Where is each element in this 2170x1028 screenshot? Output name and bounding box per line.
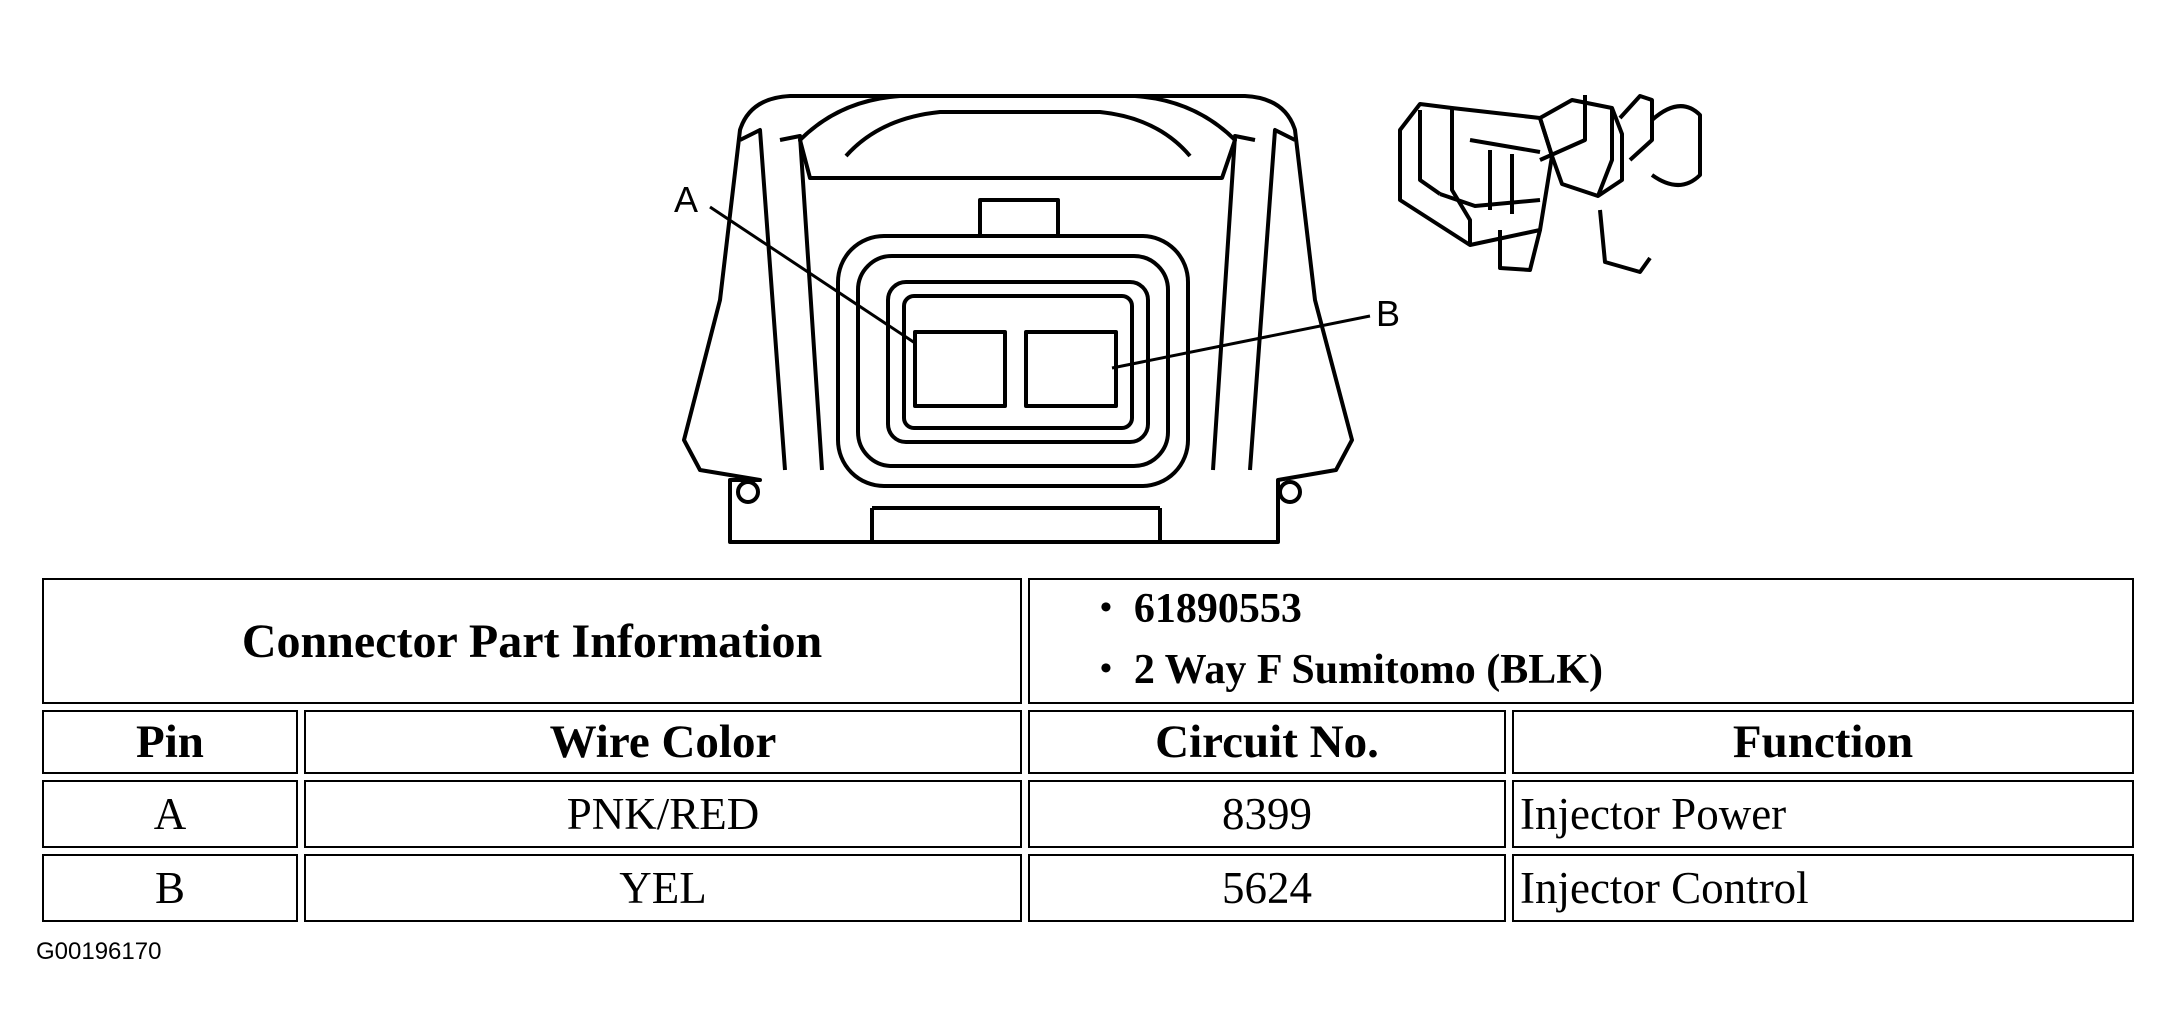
connector-diagram: A B bbox=[674, 94, 1702, 544]
function-cell: Injector Power bbox=[1512, 780, 2134, 848]
pin-cell: A bbox=[42, 780, 298, 848]
connector-description: 2 Way F Sumitomo (BLK) bbox=[1100, 641, 2132, 702]
header-circuit-no: Circuit No. bbox=[1028, 710, 1506, 774]
pin-b-callout: B bbox=[1376, 293, 1400, 334]
header-pin: Pin bbox=[42, 710, 298, 774]
connector-part-info-label: Connector Part Information bbox=[42, 578, 1022, 704]
function-cell: Injector Control bbox=[1512, 854, 2134, 922]
connector-isometric-illustration bbox=[1398, 94, 1702, 274]
figure-id: G00196170 bbox=[36, 938, 162, 965]
connector-pin-table: Connector Part Information 61890553 2 Wa… bbox=[36, 572, 2140, 928]
circuit-cell: 5624 bbox=[1028, 854, 1506, 922]
table-header-row: Pin Wire Color Circuit No. Function bbox=[42, 710, 2134, 774]
header-wire-color: Wire Color bbox=[304, 710, 1022, 774]
wire-color-cell: PNK/RED bbox=[304, 780, 1022, 848]
connector-info-row: Connector Part Information 61890553 2 Wa… bbox=[42, 578, 2134, 704]
header-function: Function bbox=[1512, 710, 2134, 774]
part-number: 61890553 bbox=[1100, 580, 2132, 641]
table-row: B YEL 5624 Injector Control bbox=[42, 854, 2134, 922]
connector-part-info-values: 61890553 2 Way F Sumitomo (BLK) bbox=[1028, 578, 2134, 704]
pin-cell: B bbox=[42, 854, 298, 922]
pin-a-callout: A bbox=[674, 179, 698, 220]
connector-face-view bbox=[682, 94, 1371, 544]
circuit-cell: 8399 bbox=[1028, 780, 1506, 848]
wire-color-cell: YEL bbox=[304, 854, 1022, 922]
table-row: A PNK/RED 8399 Injector Power bbox=[42, 780, 2134, 848]
